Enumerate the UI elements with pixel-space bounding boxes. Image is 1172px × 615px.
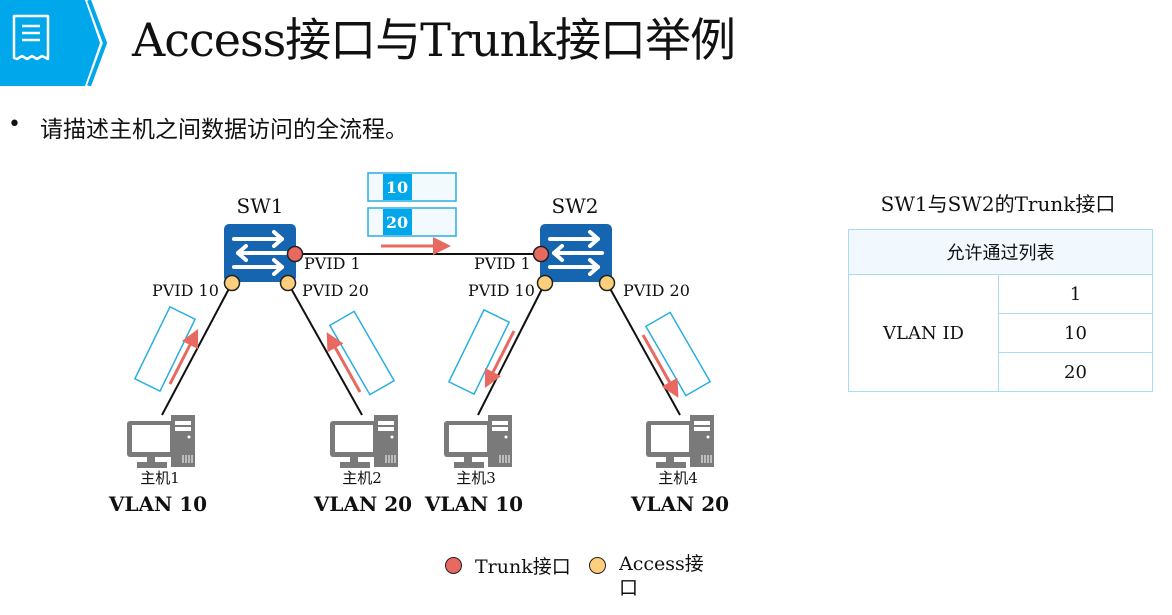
link-sw1-host2 [287, 282, 363, 416]
frame-arrow-host1 [168, 328, 199, 385]
untagged-frame-host2 [328, 310, 396, 396]
access-port-sw2-20 [598, 274, 616, 292]
switch-label: SW2 [552, 194, 599, 218]
port-label: PVID 1 [304, 254, 361, 273]
host-3[interactable]: 主机3 VLAN 10 [424, 414, 523, 516]
tagged-frame-20: 20 [367, 207, 457, 237]
untagged-frame-host4 [644, 311, 712, 397]
page-title: Access接口与Trunk接口举例 [132, 13, 736, 67]
bullet-marker: • [8, 112, 21, 137]
frame-arrow-host3 [484, 330, 516, 389]
host-name: 主机3 [456, 469, 496, 487]
frame-arrow-host4 [641, 334, 679, 398]
host-vlan: VLAN 10 [424, 492, 523, 516]
legend-label: Trunk接口 [475, 556, 571, 578]
untagged-frame-host3 [447, 308, 511, 396]
vlan-id-cell: 1 [998, 274, 1153, 314]
host-name: 主机4 [658, 469, 698, 487]
host-name: 主机1 [140, 469, 180, 487]
trunk-allowed-table: 允许通过列表 VLAN ID 1 10 20 [848, 229, 1153, 392]
access-port-sw1-20 [279, 274, 297, 292]
host-4[interactable]: 主机4 VLAN 20 [630, 414, 729, 516]
link-sw1-host1 [161, 282, 233, 416]
row-label: VLAN ID [848, 274, 999, 392]
port-label: PVID 1 [474, 254, 531, 273]
switch-sw2[interactable]: SW2 [538, 194, 614, 284]
host-vlan: VLAN 20 [313, 492, 412, 516]
computer-icon [329, 414, 399, 469]
switch-label: SW1 [237, 194, 284, 218]
vlan-id-cell: 10 [998, 313, 1153, 353]
vlan-tag: 20 [386, 213, 408, 232]
trunk-port-sw1 [286, 245, 304, 263]
network-diagram: SW1 SW2 PVID 1 PVID 10 PVID 20 PVID 1 PV… [108, 172, 729, 516]
port-label: PVID 10 [152, 281, 219, 300]
computer-icon [443, 414, 513, 469]
link-sw2-host4 [606, 282, 681, 416]
trunk-port-sw2 [532, 245, 550, 263]
frame-arrow-host2 [326, 332, 362, 393]
access-port-icon [589, 557, 606, 574]
computer-icon [645, 414, 715, 469]
host-vlan: VLAN 10 [108, 492, 207, 516]
trunk-table-title: SW1与SW2的Trunk接口 [880, 192, 1116, 216]
document-list-icon [12, 14, 50, 61]
port-label: PVID 10 [468, 281, 535, 300]
access-port-sw2-10 [536, 274, 554, 292]
host-1[interactable]: 主机1 VLAN 10 [108, 414, 207, 516]
host-name: 主机2 [342, 469, 382, 487]
table-header: 允许通过列表 [848, 229, 1153, 275]
vlan-tag: 10 [386, 178, 408, 197]
trunk-port-icon [445, 557, 462, 574]
switch-sw1[interactable]: SW1 [222, 194, 298, 284]
switch-icon [222, 222, 298, 284]
untagged-frame-host1 [133, 305, 197, 393]
switch-icon [538, 222, 614, 284]
port-label: PVID 20 [623, 281, 690, 300]
vlan-id-cell: 20 [998, 352, 1153, 392]
legend-label: Access接口 [619, 553, 704, 599]
access-port-sw1-10 [223, 274, 241, 292]
host-vlan: VLAN 20 [630, 492, 729, 516]
port-label: PVID 20 [302, 281, 369, 300]
bullet-text: 请描述主机之间数据访问的全流程。 [40, 117, 408, 143]
computer-icon [126, 414, 196, 469]
tagged-frame-10: 10 [367, 172, 457, 202]
link-sw2-host3 [477, 282, 546, 416]
host-2[interactable]: 主机2 VLAN 20 [313, 414, 412, 516]
header-badge [0, 0, 108, 86]
